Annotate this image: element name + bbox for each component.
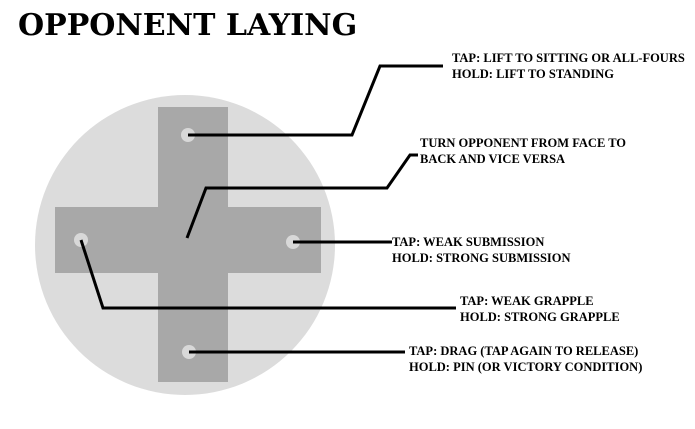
- annotation-top: TAP: LIFT TO SITTING OR ALL-FOURS HOLD: …: [452, 50, 685, 82]
- annotation-right: TAP: WEAK SUBMISSION HOLD: STRONG SUBMIS…: [392, 234, 571, 266]
- dpad-cross-horizontal: [55, 207, 321, 273]
- annotation-center: TURN OPPONENT FROM FACE TO BACK AND VICE…: [420, 135, 626, 167]
- annotation-center-line1: TURN OPPONENT FROM FACE TO: [420, 136, 627, 150]
- page-title: OPPONENT LAYING: [18, 8, 358, 43]
- callout-line-left: [79, 239, 456, 310]
- annotation-right-line2: HOLD: STRONG SUBMISSION: [392, 251, 571, 265]
- annotation-left: TAP: WEAK GRAPPLE HOLD: STRONG GRAPPLE: [460, 293, 620, 325]
- callout-line-top: [188, 64, 443, 137]
- annotation-center-line2: BACK AND VICE VERSA: [420, 152, 566, 166]
- annotation-bottom-line2: HOLD: PIN (OR VICTORY CONDITION): [409, 360, 643, 374]
- annotation-top-line1: TAP: LIFT TO SITTING OR ALL-FOURS: [452, 51, 685, 65]
- annotation-top-line2: HOLD: LIFT TO STANDING: [452, 67, 614, 81]
- annotation-left-line2: HOLD: STRONG GRAPPLE: [460, 310, 620, 324]
- annotation-bottom-line1: TAP: DRAG (TAP AGAIN TO RELEASE): [409, 344, 639, 358]
- annotation-bottom: TAP: DRAG (TAP AGAIN TO RELEASE) HOLD: P…: [409, 343, 642, 375]
- annotation-left-line1: TAP: WEAK GRAPPLE: [460, 294, 594, 308]
- callout-line-center: [185, 153, 418, 239]
- annotation-right-line1: TAP: WEAK SUBMISSION: [392, 235, 545, 249]
